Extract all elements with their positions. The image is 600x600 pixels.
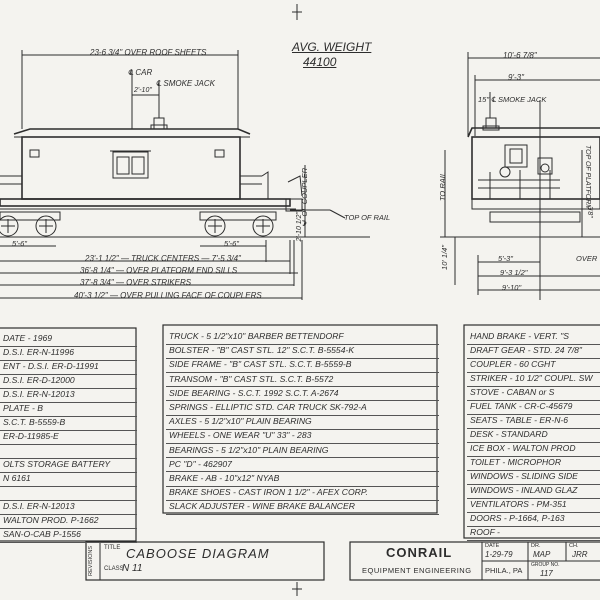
spec-row: [0, 485, 137, 501]
spec-row: BRAKE - AB - 10"x12" NYAB: [166, 471, 439, 487]
spec-row: WINDOWS - SLIDING SIDE: [467, 469, 600, 485]
caboose-end-view: [440, 100, 600, 300]
pulling-face-dim: 40'-3 1/2" — OVER PULLING FACE OF COUPLE…: [74, 291, 262, 300]
spec-row: TRUCK - 5 1/2"x10" BARBER BETTENDORF: [166, 329, 439, 345]
spec-row: AXLES - 5 1/2"x10" PLAIN BEARING: [166, 414, 439, 430]
drawing-title: CABOOSE DIAGRAM: [126, 546, 270, 561]
to-rail-label: TO RAIL: [438, 172, 447, 202]
spec-row: SAN-O-CAB P-1556: [0, 527, 137, 543]
end-height-right: 3'8": [586, 206, 593, 218]
spec-row: BRAKE SHOES - CAST IRON 1 1/2" - AFEX CO…: [166, 485, 439, 501]
spec-row: FUEL TANK - CR-C-45679: [467, 399, 600, 415]
caboose-side-view: [0, 117, 370, 238]
drawn-by-value: MAP: [533, 550, 551, 559]
spec-row: SPRINGS - ELLIPTIC STD. CAR TRUCK SK-792…: [166, 400, 439, 416]
spec-row: VENTILATORS - PM-351: [467, 497, 600, 513]
date-value: 1-29-79: [485, 550, 513, 559]
title-label: TITLE: [104, 545, 121, 551]
smoke-jack-offset: 2'-10": [134, 87, 152, 94]
spec-row: PC "D" - 462907: [166, 457, 439, 473]
end-view-dimensions: [444, 52, 600, 295]
end-dim-a: 5'-3": [498, 254, 513, 263]
location-value: PHILA., PA: [485, 566, 523, 575]
top-of-platform-label: TOP OF PLATFORM: [584, 145, 591, 211]
coupler-height-dim: 2'-10 1/2": [296, 212, 303, 242]
checked-by-label: CH.: [569, 543, 579, 549]
spec-row: WHEELS - ONE WEAR "U" 33" - 283: [166, 428, 439, 444]
smoke-jack-label: ℄ SMOKE JACK: [156, 79, 215, 88]
truck-spacing-left: 5'-6": [12, 239, 27, 248]
registration-mark-bottom: [292, 582, 302, 596]
spec-row: D.S.I. ER-N-11996: [0, 345, 137, 361]
side-view-dimensions: [0, 50, 346, 300]
spec-row: HAND BRAKE - VERT. "S: [467, 329, 600, 345]
truck-right: [199, 211, 277, 237]
car-centerline-label: ℄ CAR: [128, 68, 153, 77]
spec-row: SLACK ADJUSTER - WINE BRAKE BALANCER: [166, 499, 439, 515]
date-label: DATE: [485, 543, 500, 549]
department-name: EQUIPMENT ENGINEERING: [362, 566, 472, 575]
spec-row: ENT - D.S.I. ER-D-11991: [0, 359, 137, 375]
drawn-by-label: DR.: [531, 543, 541, 549]
end-smoke-jack: 15" ℄ SMOKE JACK: [478, 95, 547, 104]
spec-row: OLTS STORAGE BATTERY: [0, 457, 137, 473]
left-spec-table-frame: [0, 327, 137, 542]
spec-row: STOVE - CABAN or S: [467, 385, 600, 401]
spec-row: ICE BOX - WALTON PROD: [467, 441, 600, 457]
end-width-top: 10'-6 7/8": [503, 51, 537, 60]
group-no-label: GROUP NO.: [531, 562, 560, 568]
spec-row: TRANSOM - "B" CAST STL. S.C.T. B-5572: [166, 372, 439, 388]
registration-mark-top: [292, 4, 302, 20]
spec-row: PLATE - B: [0, 401, 137, 417]
end-dim-c: 9'-10": [502, 283, 522, 292]
truck-left: [0, 211, 61, 237]
group-no-value: 117: [540, 569, 553, 578]
spec-row: [0, 443, 137, 459]
spec-row: D.S.I. ER-D-12000: [0, 373, 137, 389]
spec-row: SIDE BEARING - S.C.T. 1992 S.C.T. A-2674: [166, 386, 439, 402]
avg-weight-label: AVG. WEIGHT: [292, 40, 372, 54]
end-over-label: OVER: [576, 254, 598, 263]
over-roof-sheets-dim: 23-6 3/4" OVER ROOF SHEETS: [90, 48, 207, 57]
spec-row: ER-D-11985-E: [0, 429, 137, 445]
spec-row: DESK - STANDARD: [467, 427, 600, 443]
avg-weight-value: 44100: [303, 55, 337, 69]
top-of-rail-label: TOP OF RAIL: [344, 213, 391, 222]
end-width-second: 9'-3": [508, 73, 524, 82]
company-name: CONRAIL: [386, 545, 453, 560]
spec-row: D.S.I. ER-N-12013: [0, 499, 137, 515]
platform-end-sills-dim: 36'-8 1/4" — OVER PLATFORM END SILLS: [80, 266, 238, 275]
right-spec-table-frame: [463, 324, 600, 539]
spec-row: STRIKER - 10 1/2" COUPL. SW: [467, 371, 600, 387]
class-value: N 11: [122, 563, 143, 574]
spec-row: COUPLER - 60 CGHT: [467, 357, 600, 373]
spec-row: S.C.T. B-5559-B: [0, 415, 137, 431]
class-label: CLASS: [104, 566, 124, 572]
spec-row: WINDOWS - INLAND GLAZ: [467, 483, 600, 499]
strikers-dim: 37'-8 3/4" — OVER STRIKERS: [80, 278, 192, 287]
spec-row: TOILET - MICROPHOR: [467, 455, 600, 471]
middle-spec-table-frame: [162, 324, 438, 514]
spec-row: N 6161: [0, 471, 137, 487]
title-block-frame: [85, 541, 600, 581]
checked-by-value: JRR: [572, 550, 588, 559]
end-dim-b: 9'-3 1/2": [500, 268, 528, 277]
truck-centers-dim: 23'-1 1/2" — TRUCK CENTERS — 7'-5 3/4": [85, 254, 241, 263]
spec-row: BEARINGS - 5 1/2"x10" PLAIN BEARING: [166, 443, 439, 459]
truck-spacing-right: 5'-6": [224, 239, 239, 248]
revisions-label: REVISIONS: [88, 546, 94, 576]
spec-row: SIDE FRAME - "B" CAST STL. S.C.T. B-5559…: [166, 357, 439, 373]
end-height-left: 10' 1/4": [440, 245, 449, 270]
spec-row: SEATS - TABLE - ER-N-6: [467, 413, 600, 429]
spec-row: DRAFT GEAR - STD. 24 7/8": [467, 343, 600, 359]
spec-row: ROOF -: [467, 525, 600, 541]
spec-row: BOLSTER - "B" CAST STL. 12" S.C.T. B-555…: [166, 343, 439, 359]
spec-row: DOORS - P-1664, P-163: [467, 511, 600, 527]
spec-row: DATE - 1969: [0, 331, 137, 347]
spec-row: D.S.I. ER-N-12013: [0, 387, 137, 403]
spec-row: WALTON PROD. P-1662: [0, 513, 137, 529]
